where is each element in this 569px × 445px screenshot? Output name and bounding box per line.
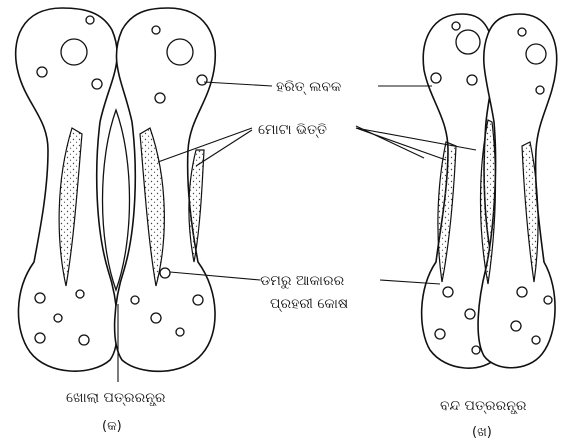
open-stoma-figure	[16, 8, 216, 382]
panel-b-tag: (ଖ)	[472, 425, 492, 440]
label-chloroplast: ହରିତ୍ ଲବକ	[276, 79, 341, 95]
label-dumbbell-guard-line1: ଡମରୁ ଆକାରର	[260, 273, 345, 289]
label-thick-wall: ମୋଟା ଭିତ୍ତି	[258, 122, 327, 138]
thick-wall-outer-right-a	[189, 150, 204, 262]
closed-stoma-figure	[422, 14, 557, 368]
panel-a-title: ଖୋଲା ପତ୍ରରନ୍ଧ୍ର	[66, 390, 166, 407]
panel-a-tag: (କ)	[102, 419, 122, 434]
label-dumbbell-guard-line2: ପ୍ରହରୀ କୋଷ	[270, 296, 348, 312]
panel-b-title: ବନ୍ଦ ପତ୍ରରନ୍ଧ୍ର	[440, 398, 527, 415]
leader-lines	[158, 82, 476, 284]
